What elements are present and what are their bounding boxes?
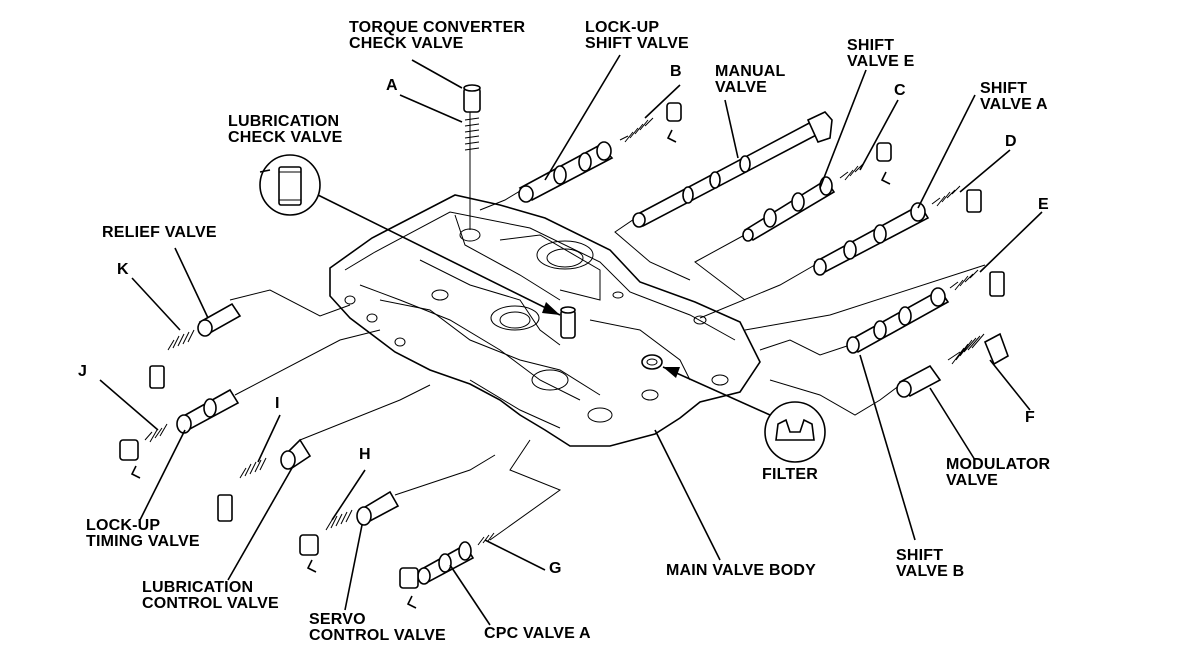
label-shift-valve-a: SHIFT VALVE A	[980, 81, 1048, 113]
lockup-shift-valve-drawing	[518, 102, 682, 203]
torque-converter-check-valve-drawing	[463, 84, 481, 151]
spring-letter-a: A	[386, 77, 398, 94]
label-line: LUBRICATION	[142, 579, 254, 596]
label-leader-lines	[99, 54, 1043, 626]
leader-arrows	[317, 194, 771, 416]
label-line: LOCK-UP	[86, 517, 161, 534]
lubrication-control-valve-drawing	[217, 438, 312, 522]
assembly-guide-lines	[229, 110, 986, 541]
label-line: SHIFT	[896, 547, 944, 564]
label-shift-valve-b: SHIFT VALVE B	[896, 548, 964, 580]
label-cpc-valve-a: CPC VALVE A	[484, 626, 591, 642]
modulator-valve-drawing	[896, 332, 1009, 398]
lockup-timing-valve-drawing	[119, 388, 240, 479]
spring-letter-d: D	[1005, 133, 1017, 150]
label-filter: FILTER	[762, 467, 818, 483]
label-modulator-valve: MODULATOR VALVE	[946, 457, 1050, 489]
shift-valve-e-drawing	[742, 142, 892, 242]
label-relief-valve: RELIEF VALVE	[102, 225, 217, 241]
label-line: SHIFT	[847, 37, 895, 54]
label-line: TIMING VALVE	[86, 533, 200, 550]
label-servo-control-valve: SERVO CONTROL VALVE	[309, 612, 446, 644]
label-main-valve-body: MAIN VALVE BODY	[666, 563, 816, 579]
spring-letter-g: G	[549, 560, 562, 577]
spring-letter-h: H	[359, 446, 371, 463]
label-shift-valve-e: SHIFT VALVE E	[847, 38, 915, 70]
label-lockup-shift-valve: LOCK-UP SHIFT VALVE	[585, 20, 689, 52]
spring-letter-k: K	[117, 261, 129, 278]
cpc-valve-a-drawing	[399, 532, 495, 609]
manual-valve-drawing	[632, 111, 833, 228]
label-line: CONTROL VALVE	[309, 627, 446, 644]
label-line: SERVO	[309, 611, 366, 628]
label-line: MAIN VALVE BODY	[666, 562, 816, 579]
spring-letter-j: J	[78, 363, 88, 380]
label-line: SHIFT VALVE	[585, 35, 689, 52]
spring-letter-i: I	[275, 395, 280, 412]
filter-detail	[764, 401, 826, 463]
shift-valve-a-drawing	[813, 185, 982, 276]
lubrication-check-valve-detail	[259, 154, 321, 216]
main-valve-body-drawing	[329, 194, 761, 447]
label-line: CPC VALVE A	[484, 625, 591, 642]
label-line: TORQUE CONVERTER	[349, 19, 526, 36]
label-line: VALVE B	[896, 563, 965, 580]
label-line: SHIFT	[980, 80, 1028, 97]
label-line: LOCK-UP	[585, 19, 660, 36]
spring-letter-f: F	[1025, 409, 1035, 426]
label-lubrication-control-valve: LUBRICATION CONTROL VALVE	[142, 580, 279, 612]
label-lockup-timing-valve: LOCK-UP TIMING VALVE	[86, 518, 200, 550]
servo-control-valve-drawing	[299, 490, 400, 573]
label-line: VALVE	[946, 472, 998, 489]
label-line: RELIEF VALVE	[102, 224, 217, 241]
label-torque-converter-check-valve: TORQUE CONVERTER CHECK VALVE	[349, 20, 525, 52]
spring-letter-b: B	[670, 63, 682, 80]
label-line: FILTER	[762, 466, 819, 483]
shift-valve-b-drawing	[846, 269, 1005, 354]
label-lubrication-check-valve: LUBRICATION CHECK VALVE	[228, 114, 343, 146]
spring-letter-e: E	[1038, 196, 1049, 213]
label-line: MANUAL	[715, 63, 786, 80]
label-line: CONTROL VALVE	[142, 595, 279, 612]
label-line: LUBRICATION	[228, 113, 340, 130]
label-line: CHECK VALVE	[349, 35, 464, 52]
label-manual-valve: MANUAL VALVE	[715, 64, 786, 96]
relief-valve-drawing	[149, 302, 242, 389]
label-line: CHECK VALVE	[228, 129, 343, 146]
label-line: VALVE	[715, 79, 767, 96]
label-line: VALVE A	[980, 96, 1048, 113]
label-line: MODULATOR	[946, 456, 1051, 473]
spring-letter-c: C	[894, 82, 906, 99]
label-line: VALVE E	[847, 53, 915, 70]
